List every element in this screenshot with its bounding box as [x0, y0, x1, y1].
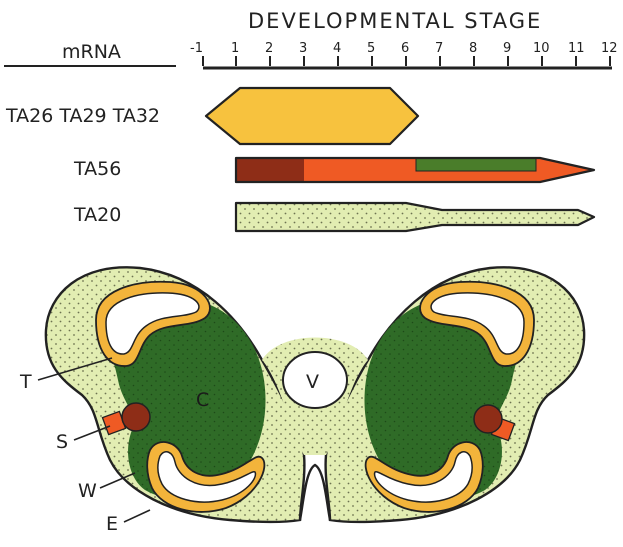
label-s: S: [56, 431, 68, 453]
label-t: T: [19, 371, 32, 393]
expression-bar-ta56: [236, 158, 594, 182]
tick-label: 1: [231, 41, 239, 56]
ta56-dark-red-segment: [236, 158, 304, 182]
stage-axis: -1 1 2 3 4 5 6 7 8 9 10 11 12: [190, 41, 618, 68]
tick-label: 4: [333, 41, 341, 56]
tick-label: 12: [601, 41, 618, 56]
tick-label: 8: [469, 41, 477, 56]
expression-bar-ta26-ta29-ta32: [206, 88, 418, 144]
leader-e: [124, 510, 150, 522]
tick-label: -1: [190, 41, 203, 56]
row-label-ta26-ta29-ta32: TA26 TA29 TA32: [5, 105, 160, 127]
row-label-ta20: TA20: [73, 204, 121, 226]
row-label-ta56: TA56: [73, 158, 121, 180]
tick-label: 5: [367, 41, 375, 56]
tick-label: 10: [533, 41, 550, 56]
tick-label: 7: [435, 41, 443, 56]
mrna-label: mRNA: [62, 41, 121, 63]
developmental-stage-title: DEVELOPMENTAL STAGE: [248, 9, 542, 33]
label-e: E: [106, 513, 118, 535]
label-v: V: [306, 371, 319, 393]
tick-label: 2: [265, 41, 273, 56]
label-c: C: [196, 389, 209, 411]
expression-bar-ta20: [236, 203, 594, 231]
tick-label: 3: [299, 41, 307, 56]
tick-label: 6: [401, 41, 409, 56]
ta56-green-segment: [416, 158, 536, 171]
stomium-right: [474, 405, 502, 433]
tick-label: 11: [568, 41, 585, 56]
tick-label: 9: [503, 41, 511, 56]
anther-cross-section: V C: [46, 267, 584, 522]
stomium-left: [122, 403, 150, 431]
label-w: W: [78, 480, 97, 502]
